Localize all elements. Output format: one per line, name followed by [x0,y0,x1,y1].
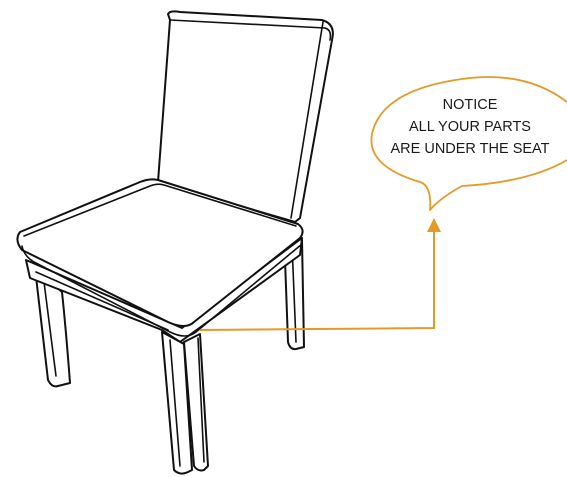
arrow-up-icon [427,218,441,232]
notice-speech-bubble: NOTICE ALL YOUR PARTS ARE UNDER THE SEAT [370,76,567,211]
notice-line-seat: ARE UNDER THE SEAT [391,141,550,157]
notice-title: NOTICE [443,97,498,113]
chair-back-left-leg [34,267,71,388]
chair-illustration [16,10,334,475]
chair-seat-cushion [16,178,304,327]
notice-line-parts: ALL YOUR PARTS [409,119,531,135]
chair-front-left-leg [161,331,193,475]
speech-bubble-outline [370,76,567,211]
callout-connector-line [199,226,435,331]
callout-arrow [199,218,441,331]
chair-backrest [157,10,334,223]
